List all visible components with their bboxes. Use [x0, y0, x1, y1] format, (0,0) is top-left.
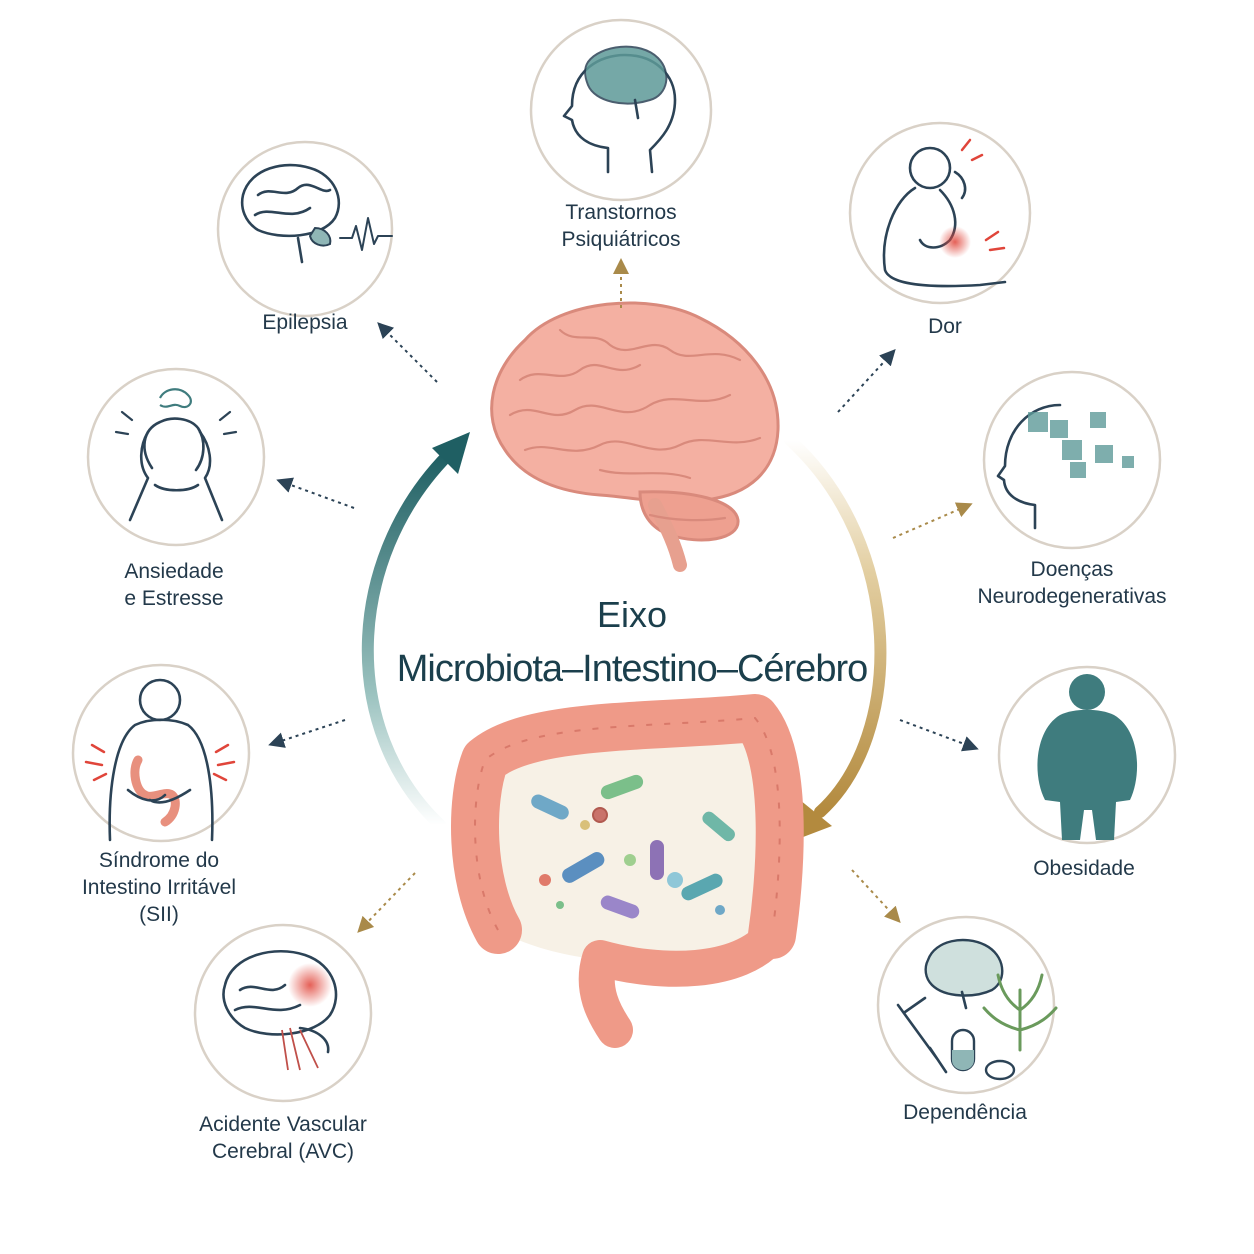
- label-line: Neurodegenerativas: [977, 585, 1167, 608]
- person-gut-icon: [84, 678, 236, 842]
- label-line: Doenças: [1030, 558, 1114, 581]
- label-avc: Acidente Vascular Cerebral (AVC): [199, 1111, 367, 1165]
- head-hands-icon: [114, 388, 238, 522]
- label-sii: Síndrome do Intestino Irritável (SII): [82, 847, 236, 928]
- label-line: Transtornos: [565, 201, 677, 224]
- node-dependencia: [876, 915, 1058, 1095]
- brain-illustration: [490, 301, 780, 572]
- label-line: Intestino Irritável: [81, 876, 237, 899]
- diagram-title-line1: Eixo: [596, 594, 668, 635]
- microbiota-bacteria: [531, 774, 735, 919]
- label-obesidade: Obesidade: [1033, 855, 1135, 882]
- label-line: e Estresse: [124, 587, 224, 610]
- label-dependencia: Dependência: [903, 1099, 1027, 1126]
- label-transtornos: Transtornos Psiquiátricos: [561, 199, 680, 253]
- label-line: Psiquiátricos: [561, 228, 681, 251]
- label-line: Obesidade: [1033, 857, 1135, 880]
- node-dor: [848, 121, 1032, 305]
- brain-wave-icon: [240, 163, 393, 264]
- gut-to-brain-arrow: [361, 449, 454, 831]
- label-line: (SII): [139, 903, 179, 926]
- label-neuro: Doenças Neurodegenerativas: [977, 556, 1166, 610]
- label-line: Dor: [928, 315, 962, 338]
- label-line: Síndrome do: [98, 849, 220, 872]
- intestine-illustration: [451, 694, 804, 1048]
- connector-epilepsia: [377, 322, 438, 383]
- body-silhouette-icon: [1037, 674, 1138, 840]
- connector-dependencia: [851, 869, 901, 923]
- brain-stroke-icon: [222, 949, 338, 1071]
- node-epilepsia: [216, 140, 394, 318]
- diagram-title-line2: Microbiota–Intestino–Cérebro: [396, 648, 868, 690]
- connector-arrows: [268, 258, 979, 933]
- node-transtornos: [529, 18, 713, 202]
- connector-sii: [268, 719, 346, 748]
- label-line: Acidente Vascular: [199, 1113, 367, 1136]
- gut-to-brain-arrow-head: [432, 432, 470, 474]
- connector-ansiedade: [276, 477, 355, 509]
- brain-drugs-icon: [896, 938, 1058, 1081]
- brain-to-gut-arrow: [784, 434, 887, 818]
- node-avc: [193, 923, 373, 1103]
- label-epilepsia: Epilepsia: [262, 309, 347, 336]
- label-line: Ansiedade: [124, 560, 224, 583]
- label-line: Cerebral (AVC): [212, 1140, 354, 1163]
- head-puzzle-icon: [996, 403, 1134, 530]
- label-dor: Dor: [928, 313, 962, 340]
- connector-neuro: [892, 502, 973, 539]
- person-pain-icon: [882, 138, 1007, 288]
- label-line: Dependência: [903, 1101, 1027, 1124]
- head-brain-icon: [562, 45, 677, 174]
- connector-avc: [357, 872, 416, 933]
- node-sii: [71, 663, 251, 843]
- label-ansiedade: Ansiedade e Estresse: [124, 558, 223, 612]
- node-obesidade: [997, 665, 1177, 845]
- connector-dor: [837, 349, 896, 413]
- connector-obesidade: [899, 719, 979, 752]
- node-neuro: [982, 370, 1162, 550]
- node-ansiedade: [86, 367, 266, 547]
- label-line: Epilepsia: [262, 311, 348, 334]
